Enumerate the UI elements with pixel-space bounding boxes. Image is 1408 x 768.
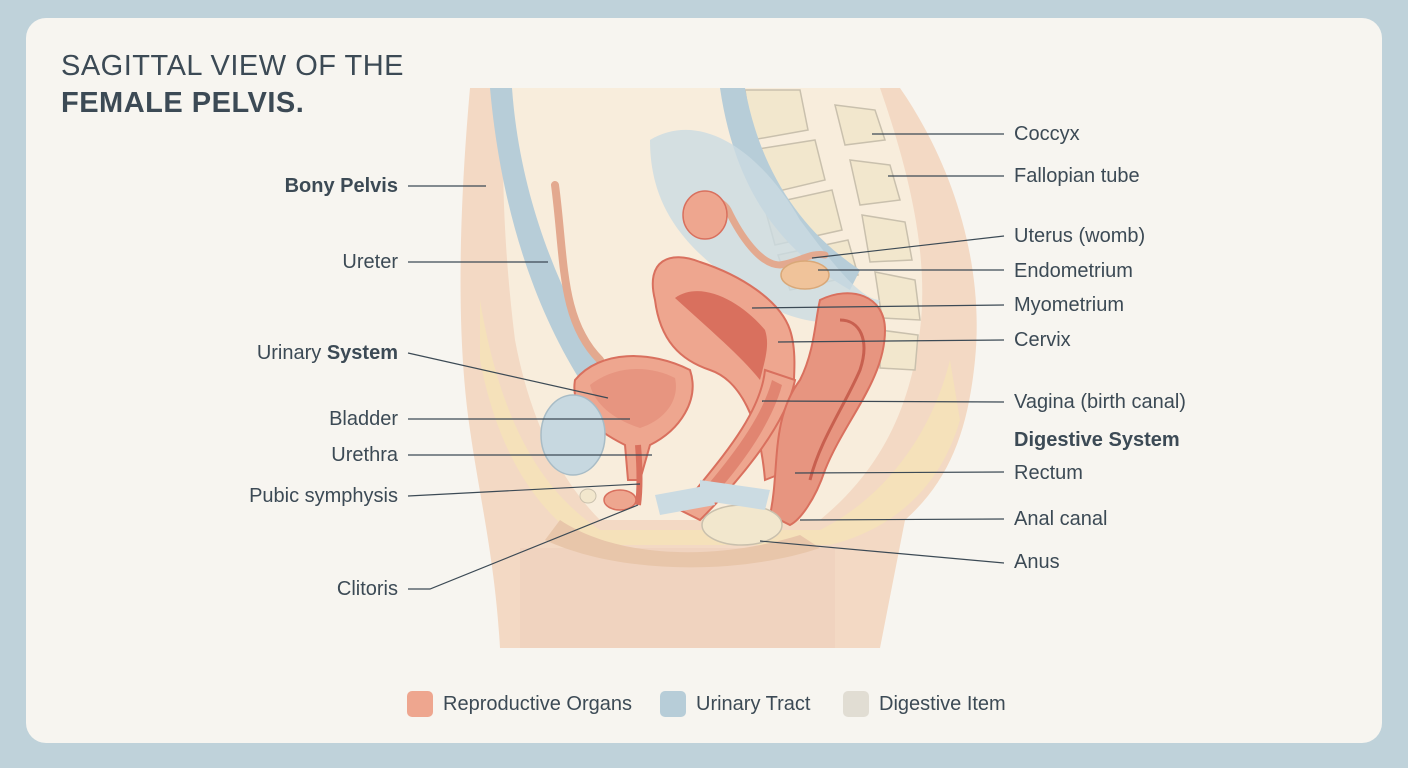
label-urinary-system: Urinary System [257,341,398,365]
label-rectum: Rectum [1014,462,1083,484]
legend-item-reproductive: Reproductive Organs [407,690,632,718]
diagram-title: SAGITTAL VIEW OF THE FEMALE PELVIS. [61,48,404,122]
label-pubic-symphysis: Pubic symphysis [249,485,398,507]
label-endometrium: Endometrium [1014,260,1133,282]
label-coccyx: Coccyx [1014,123,1080,145]
label-cervix: Cervix [1014,329,1071,351]
posterior-blue-tissue [720,88,860,290]
legend-label-reproductive: Reproductive Organs [443,692,632,715]
label-ureter: Ureter [342,251,398,273]
tube-end [682,190,728,240]
label-uterus: Uterus (womb) [1014,225,1146,247]
label-anus: Anus [1014,551,1060,573]
urethra-shape [635,444,643,506]
legend: Reproductive Organs Urinary Tract Digest… [0,690,1408,718]
label-vagina: Vagina (birth canal) [1014,391,1186,413]
label-urinary-system-part1: Urinary [256,342,327,364]
endometrium-shape [675,291,768,380]
legend-swatch-urinary [660,691,686,717]
label-anal-canal: Anal canal [1014,508,1108,530]
legend-label-urinary: Urinary Tract [696,692,811,715]
legend-item-urinary: Urinary Tract [660,690,810,718]
label-digestive-system: Digestive System [1014,429,1180,451]
legend-swatch-digestive [843,691,869,717]
rectum-shape [768,292,887,527]
label-bladder: Bladder [329,408,398,430]
label-fallopian-tube: Fallopian tube [1014,165,1140,187]
label-bony-pelvis: Bony Pelvis [284,175,398,197]
ovary-shape [780,260,830,290]
title-line-2: FEMALE PELVIS. [61,87,305,119]
pubic-bone [540,394,606,476]
label-urinary-system-part2: System [326,342,398,364]
clitoris-shape [603,489,637,511]
legend-label-digestive: Digestive Item [879,692,1006,715]
leader-lines-left [407,185,652,590]
leader-lines-right [751,133,1005,564]
label-clitoris: Clitoris [336,578,398,600]
ureter-shape [551,181,604,364]
anterior-blue-tissue [490,88,600,380]
label-myometrium: Myometrium [1014,294,1125,316]
bladder-inner [590,368,676,428]
anus-shape [701,504,783,546]
perineum [545,520,820,568]
legend-item-digestive: Digestive Item [843,690,1006,718]
label-urethra: Urethra [331,444,398,466]
legend-swatch-reproductive [407,691,433,717]
title-line-1: SAGITTAL VIEW OF THE [61,50,405,82]
